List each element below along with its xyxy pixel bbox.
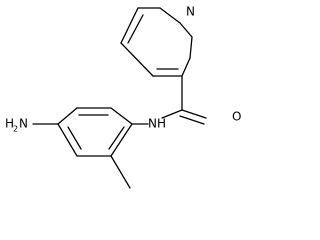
atom-labels: N O NH H 2 N: [5, 5, 241, 134]
bond-pyr-c6-c1: [120, 7, 139, 44]
bond-aryl-c1-c2: [110, 107, 133, 125]
structure-canvas: N O NH H 2 N: [5, 5, 241, 189]
bonds: [32, 7, 207, 189]
bond-pyr-c2-n: [179, 22, 193, 38]
bond-aryl-c6-c1: [110, 123, 133, 157]
bond-pyr-c3-c4: [181, 57, 191, 77]
amine-h-label: H: [5, 117, 14, 131]
bond-pyr-c1-c2: [159, 7, 181, 24]
bond-pyr-n-c3: [189, 36, 193, 59]
bond-carbonyl-o: [181, 109, 207, 119]
bond-aryl-inner-2: [67, 126, 82, 150]
bond-carbonyl-n: [161, 109, 183, 119]
bond-pyr-inner-1: [127, 14, 144, 44]
carbonyl-oxygen-label: O: [232, 110, 241, 124]
bond-pyr-c5-c6: [120, 42, 154, 77]
pyridine-nitrogen-label: N: [186, 5, 195, 19]
bond-aryl-c3-c4: [57, 107, 78, 125]
amine-subscript-label: 2: [13, 125, 18, 134]
bond-methyl: [110, 155, 131, 189]
bond-aryl-c4-c5: [57, 123, 78, 157]
amine-nitrogen-label: N: [19, 117, 28, 131]
amide-nh-label: NH: [148, 117, 166, 131]
bond-aryl-inner-3: [108, 126, 125, 150]
chemical-structure: N O NH H 2 N: [5, 5, 241, 189]
bond-carbonyl-o-double: [179, 115, 205, 125]
